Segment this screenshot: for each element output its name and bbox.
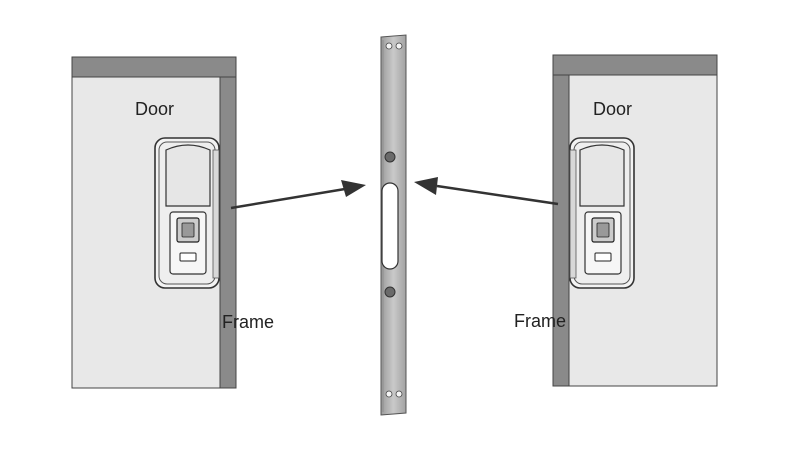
latch-slot <box>381 182 399 270</box>
left-key-slot-icon <box>179 252 197 262</box>
screw-hole-icon <box>384 286 396 298</box>
left-door-assembly <box>71 56 237 389</box>
screw-hole-icon <box>384 151 396 163</box>
screw-hole-icon <box>395 390 403 398</box>
right-key-slot-icon <box>594 252 612 262</box>
left-frame-top <box>71 56 237 78</box>
right-fingerprint-lock <box>569 137 635 289</box>
left-fingerprint-lock <box>154 137 220 289</box>
left-door-label: Door <box>135 99 175 119</box>
left-frame-side <box>219 76 237 389</box>
right-frame-label: Frame <box>514 311 567 331</box>
screw-hole-icon <box>395 42 403 50</box>
left-arrow <box>230 180 366 210</box>
screw-hole-icon <box>385 42 393 50</box>
right-door-label: Door <box>593 99 633 119</box>
left-frame-label: Frame <box>222 312 275 332</box>
right-frame-side <box>552 74 570 387</box>
right-arrow <box>414 177 559 206</box>
right-frame-top <box>552 54 718 76</box>
screw-hole-icon <box>385 390 393 398</box>
right-door-assembly <box>552 54 718 387</box>
strike-plate <box>380 34 407 416</box>
